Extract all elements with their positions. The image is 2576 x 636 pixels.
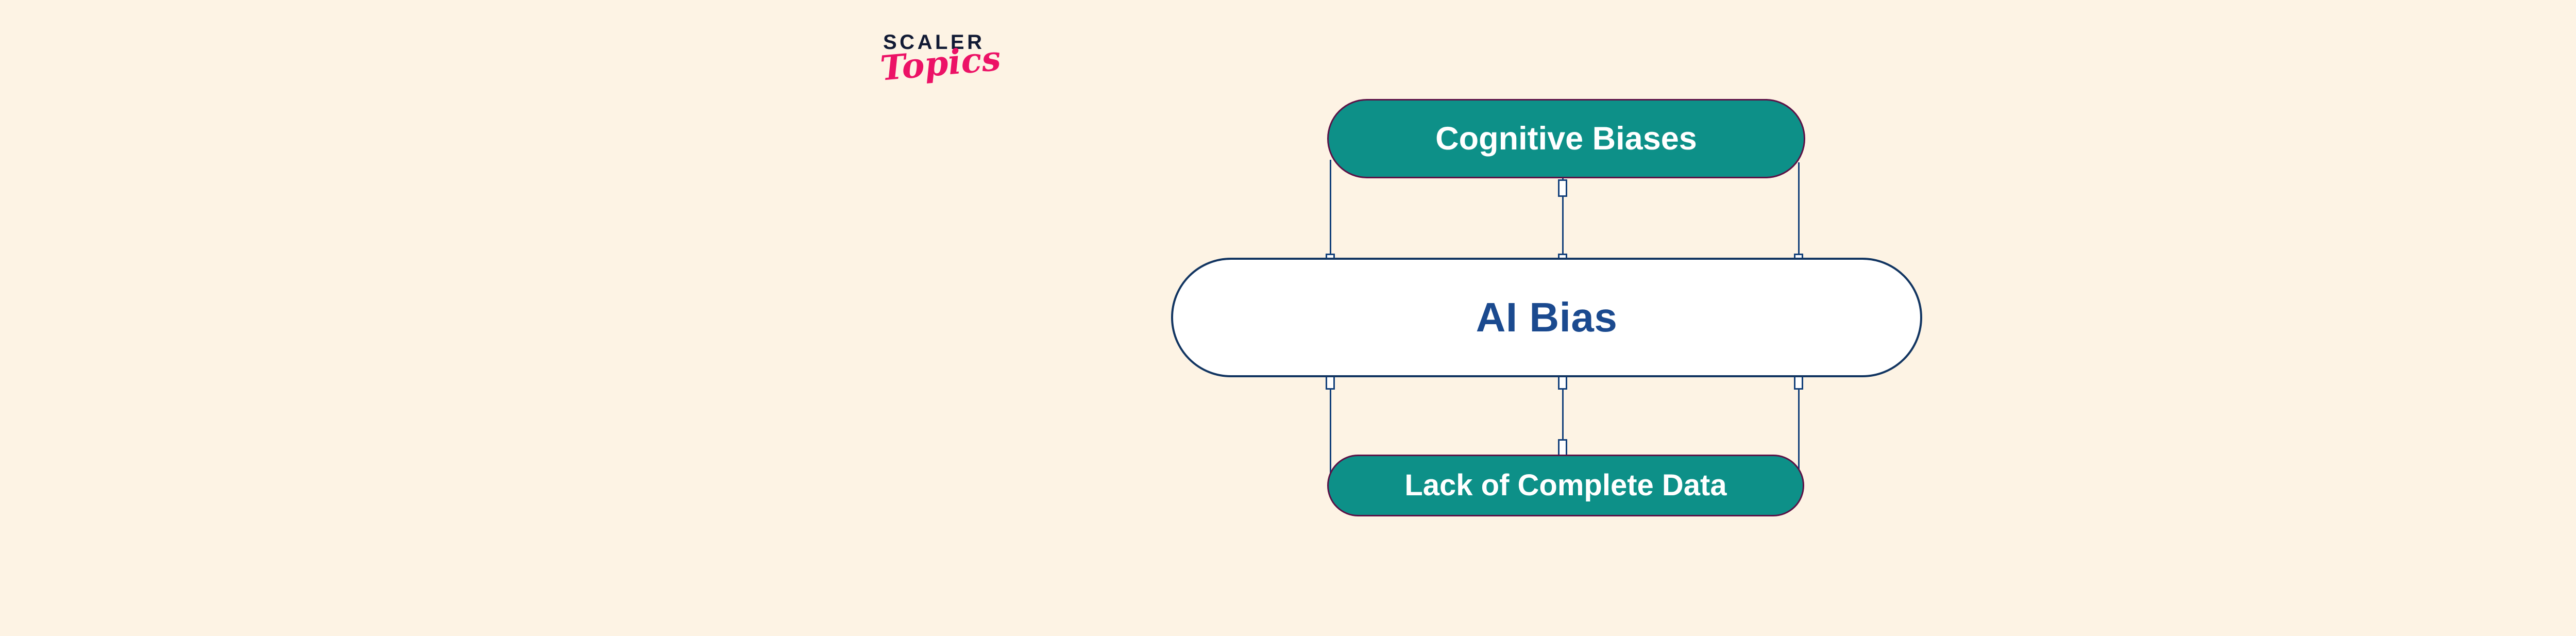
connector-bottom-middle-line: [1562, 369, 1564, 462]
node-lack-of-complete-data[interactable]: Lack of Complete Data: [1327, 455, 1804, 516]
node-lack-of-complete-data-label: Lack of Complete Data: [1404, 468, 1727, 502]
connector-bottom-right-line: [1798, 369, 1800, 475]
node-ai-bias-label: AI Bias: [1476, 294, 1618, 340]
node-ai-bias[interactable]: AI Bias: [1171, 258, 1922, 377]
connector-top-middle-pin-top: [1558, 179, 1567, 197]
connector-top-left-line: [1330, 160, 1331, 271]
connector-top-middle-line: [1562, 175, 1564, 273]
scaler-topics-logo: SCALER Topics: [876, 32, 1030, 143]
connector-top-right-line: [1798, 162, 1800, 271]
node-cognitive-biases[interactable]: Cognitive Biases: [1327, 99, 1805, 178]
connector-bottom-middle-pin-bottom: [1558, 439, 1567, 457]
logo-primary-text: SCALER: [883, 31, 985, 54]
connector-bottom-left-line: [1330, 369, 1331, 475]
node-cognitive-biases-label: Cognitive Biases: [1435, 120, 1697, 157]
